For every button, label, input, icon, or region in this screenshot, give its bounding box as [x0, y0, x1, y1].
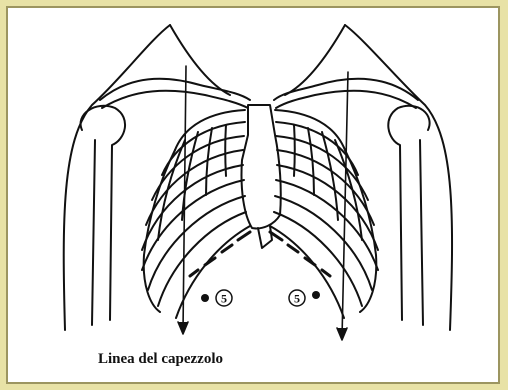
caption: Linea del capezzolo — [98, 351, 223, 368]
neck-right — [285, 25, 345, 95]
marker-5-left-circle — [216, 290, 232, 306]
xiphoid — [258, 226, 272, 248]
right-clavicle — [274, 79, 418, 108]
left-shoulder-outline — [64, 25, 170, 330]
left-humerus — [81, 106, 125, 325]
nipple-line-right — [337, 72, 348, 340]
electrode-dot-right — [312, 291, 320, 299]
right-humerus — [388, 106, 429, 325]
left-ribs — [142, 110, 250, 318]
right-ribs — [270, 110, 378, 318]
electrode-dot-left — [201, 294, 209, 302]
right-shoulder-outline — [345, 25, 452, 330]
marker-5-right-circle — [289, 290, 305, 306]
sternum — [241, 105, 280, 228]
